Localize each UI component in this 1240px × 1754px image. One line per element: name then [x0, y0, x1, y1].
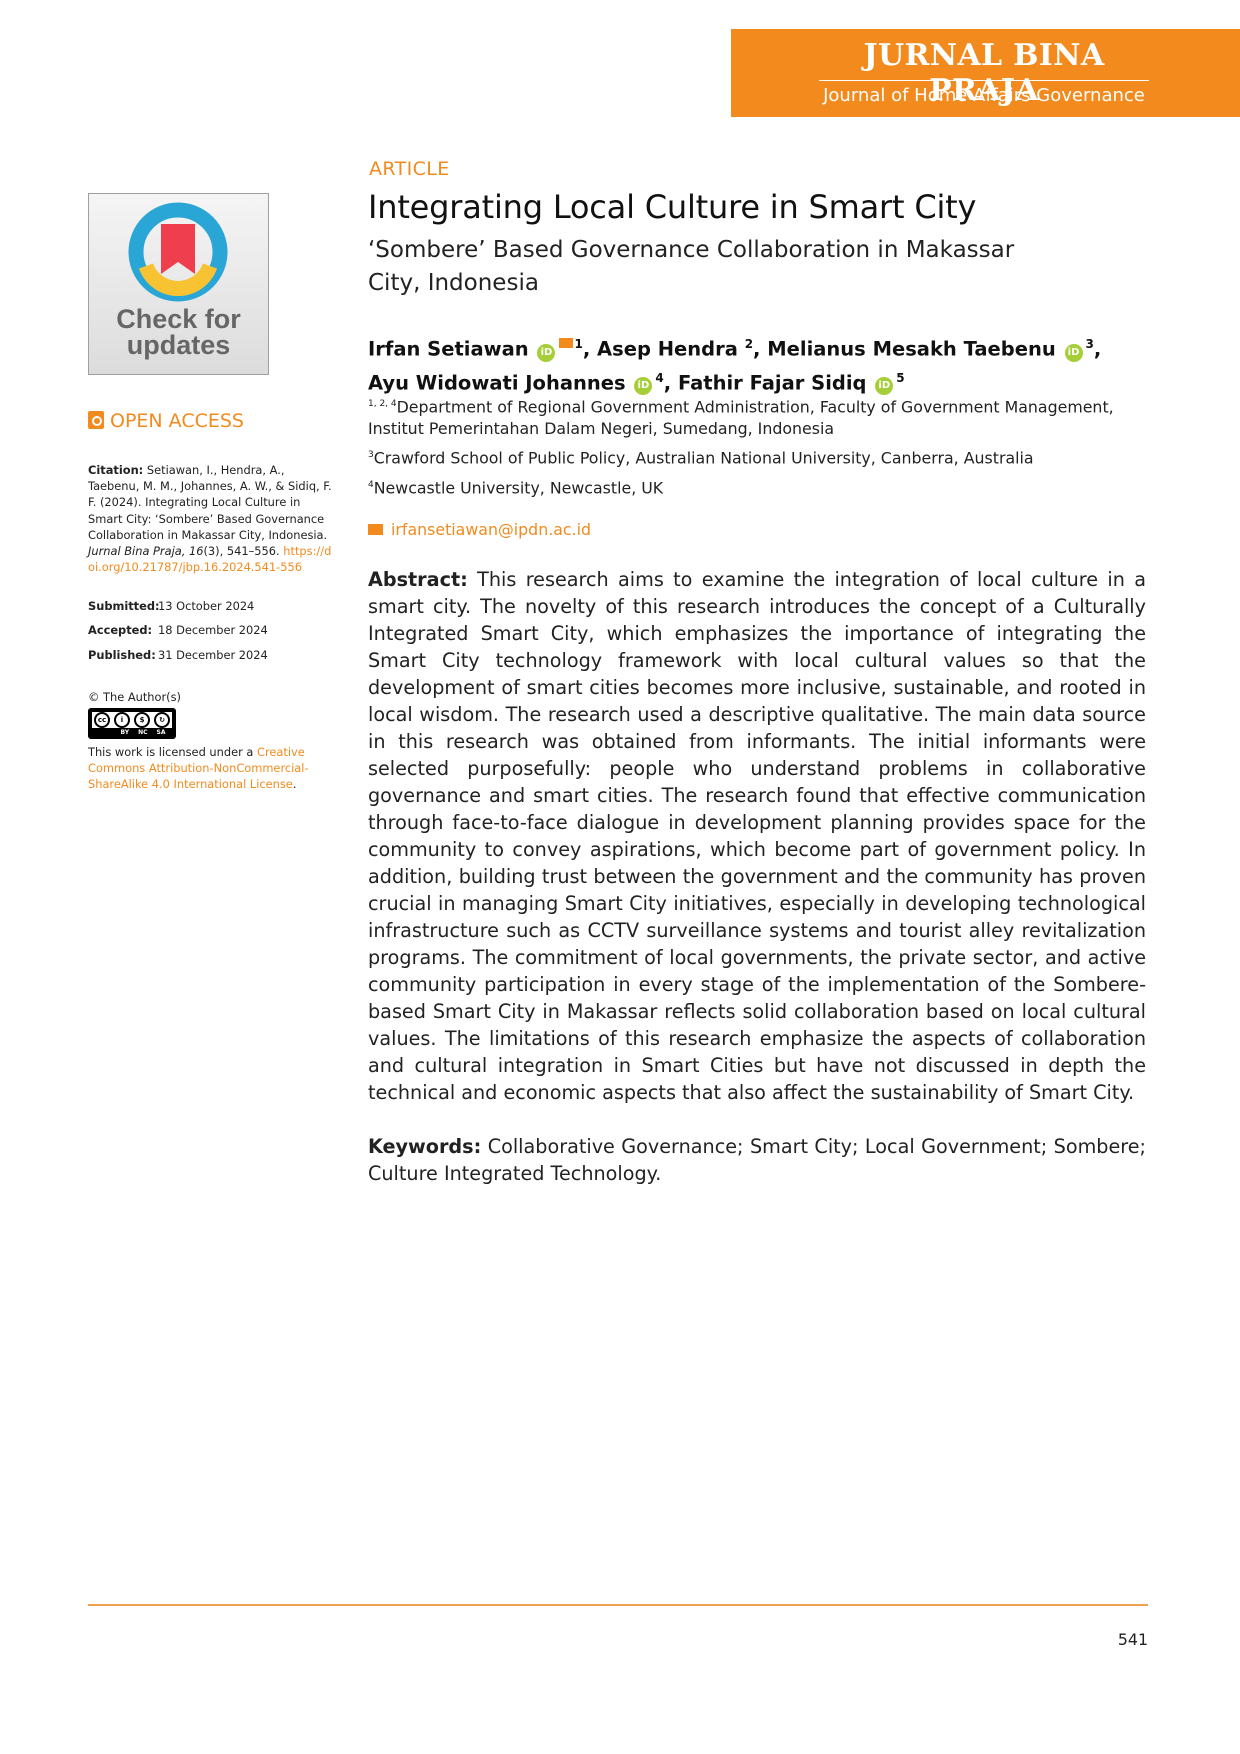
- citation-block: Citation: Setiawan, I., Hendra, A., Taeb…: [88, 463, 332, 575]
- author-list: Irfan Setiawan iD1, Asep Hendra 2, Melia…: [368, 337, 1102, 395]
- article-subtitle: ‘Sombere’ Based Governance Collaboration…: [368, 237, 1015, 296]
- journal-subtitle: Journal of Home Affairs Governance: [823, 85, 1145, 106]
- badge-text: Check for updates: [116, 304, 241, 360]
- corresponding-mail-icon[interactable]: [559, 337, 574, 348]
- affiliation-2: 3Crawford School of Public Policy, Austr…: [368, 448, 1034, 468]
- keywords: Keywords: Collaborative Governance; Smar…: [368, 1135, 1146, 1185]
- author-name: Asep Hendra: [597, 337, 738, 361]
- orcid-icon[interactable]: iD: [537, 343, 556, 362]
- copyright-notice: © The Author(s): [88, 690, 181, 704]
- article-title: Integrating Local Culture in Smart City: [368, 188, 977, 226]
- author-name: Melianus Mesakh Taebenu: [767, 337, 1056, 361]
- corresponding-email[interactable]: irfansetiawan@ipdn.ac.id: [368, 520, 591, 539]
- abstract: Abstract: This research aims to examine …: [368, 568, 1146, 1104]
- open-access-label: OPEN ACCESS: [88, 410, 244, 432]
- footer-divider: [88, 1604, 1148, 1606]
- doi-link[interactable]: https://doi.org/10.21787/jbp.16.2024.541…: [88, 544, 332, 575]
- accepted-date: Accepted:18 December 2024: [88, 623, 268, 637]
- crossmark-icon: [128, 202, 228, 302]
- author-name: Irfan Setiawan: [368, 337, 529, 361]
- orcid-icon[interactable]: iD: [634, 377, 653, 395]
- author-name: Ayu Widowati Johannes: [368, 371, 626, 394]
- affiliation-1: 1, 2, 4Department of Regional Government…: [368, 397, 1114, 439]
- cc-license-badge[interactable]: cc i $ ↻ BY NC SA: [88, 708, 176, 739]
- sa-icon: ↻: [154, 712, 170, 728]
- journal-name: JURNAL BINA PRAJA: [863, 38, 1105, 108]
- orcid-icon[interactable]: iD: [1064, 343, 1083, 362]
- open-access-lock-icon: [88, 411, 104, 429]
- nc-icon: $: [134, 712, 150, 728]
- masthead-divider: [819, 80, 1149, 81]
- journal-masthead: JURNAL BINA PRAJA Journal of Home Affair…: [731, 29, 1240, 117]
- license-link[interactable]: Creative Commons Attribution-NonCommerci…: [88, 745, 309, 792]
- orcid-icon[interactable]: iD: [875, 377, 894, 395]
- article-type-label: ARTICLE: [369, 158, 450, 180]
- by-icon: i: [114, 712, 130, 728]
- page-number: 541: [1117, 1630, 1148, 1649]
- published-date: Published:31 December 2024: [88, 648, 268, 662]
- affiliation-3: 4Newcastle University, Newcastle, UK: [368, 478, 664, 498]
- check-for-updates-badge[interactable]: Check for updates: [88, 193, 269, 375]
- cc-icon: cc: [94, 712, 110, 728]
- license-statement: This work is licensed under a Creative C…: [88, 745, 309, 792]
- envelope-icon: [368, 524, 383, 535]
- author-name: Fathir Fajar Sidiq: [677, 371, 867, 394]
- submitted-date: Submitted:13 October 2024: [88, 599, 255, 613]
